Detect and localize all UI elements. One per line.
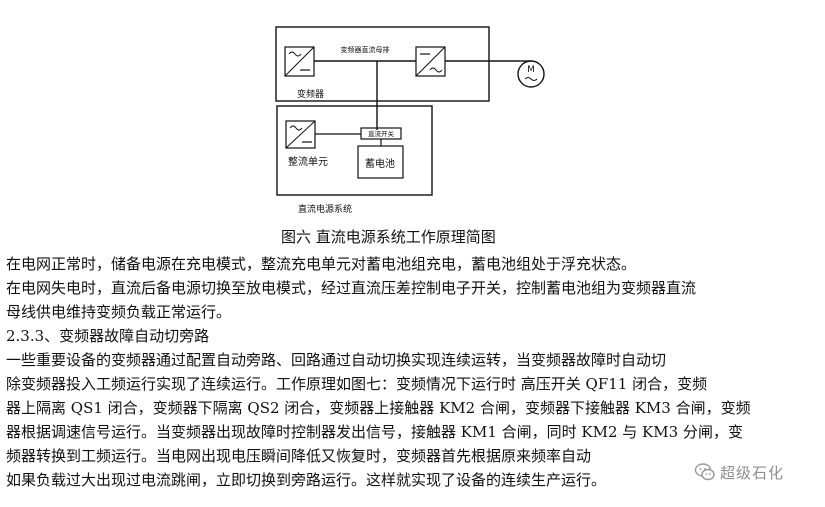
figure-caption: 图六 直流电源系统工作原理简图 bbox=[281, 228, 496, 246]
paragraph-line: 在电网失电时，直流后备电源切换至放电模式，经过直流压差控制电子开关，控制蓄电池组… bbox=[6, 279, 697, 297]
battery-box bbox=[357, 145, 404, 179]
inverter-output-module bbox=[415, 46, 446, 77]
watermark: 超级石化 bbox=[694, 459, 784, 485]
inverter-box-label: 变频器 bbox=[297, 88, 324, 100]
paragraph-line: 器上隔离 QS1 闭合，变频器下隔离 QS2 闭合，变频器上接触器 KM2 合闸… bbox=[6, 399, 751, 417]
inverter-box bbox=[275, 26, 490, 102]
switch-label: 直流开关 bbox=[368, 129, 395, 138]
motor-icon: M bbox=[517, 60, 545, 88]
bus-label: 变频器直流母排 bbox=[341, 45, 390, 54]
section-heading: 2.3.3、变频器故障自动切旁路 bbox=[6, 327, 210, 345]
svg-text:M: M bbox=[527, 65, 535, 75]
rectifier-unit-module bbox=[285, 120, 316, 149]
inverter-rectifier-module bbox=[284, 46, 315, 77]
battery-label: 蓄电池 bbox=[365, 157, 395, 170]
dc-power-system-diagram: 变频器直流母排 M 变频器 直流开关 蓄电池 整流单元 直流电源系统 bbox=[275, 26, 545, 215]
wechat-icon bbox=[694, 463, 715, 481]
paragraph-line: 器根据调速信号运行。当变频器出现故障时控制器发出信号，接触器 KM1 合闸，同时… bbox=[6, 423, 743, 441]
paragraph-line: 如果负载过大出现过电流跳闸，立即切换到旁路运行。这样就实现了设备的连续生产运行。 bbox=[6, 471, 607, 489]
dc-switch: 直流开关 bbox=[360, 127, 402, 140]
watermark-text: 超级石化 bbox=[720, 463, 785, 482]
paragraph-line: 一些重要设备的变频器通过配置自动旁路、回路通过自动切换实现连续运转，当变频器故障… bbox=[6, 351, 667, 369]
paragraph-line: 除变频器投入工频运行实现了连续运行。工作原理如图七：变频情况下运行时 高压开关 … bbox=[6, 375, 708, 393]
paragraph-line: 频器转换到工频运行。当电网出现电压瞬间降低又恢复时，变频器首先根据原来频率自动 bbox=[6, 447, 592, 465]
dc-power-system-box bbox=[276, 105, 433, 196]
system-label: 直流电源系统 bbox=[298, 203, 352, 215]
rectifier-label: 整流单元 bbox=[288, 155, 328, 168]
paragraph-line: 母线供电维持变频负载正常运行。 bbox=[6, 303, 232, 321]
paragraph-line: 在电网正常时，储备电源在充电模式，整流充电单元对蓄电池组充电，蓄电池组处于浮充状… bbox=[6, 255, 637, 273]
